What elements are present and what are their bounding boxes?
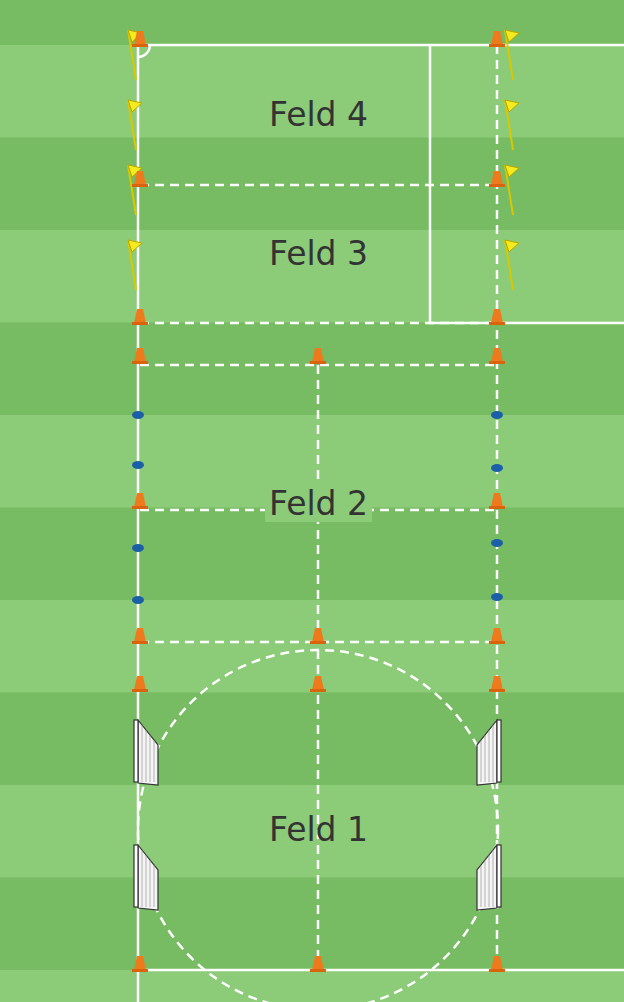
corner-flag	[505, 240, 519, 290]
corner-flag	[505, 30, 519, 80]
grass-stripe	[0, 785, 624, 878]
grass-stripe	[0, 230, 624, 323]
training-zone: Feld 2	[140, 367, 497, 640]
cone	[489, 309, 505, 325]
corner-flag	[128, 240, 142, 290]
cone	[132, 956, 148, 972]
training-zone: Feld 4	[140, 47, 497, 183]
corner-flag	[505, 165, 519, 215]
marker-disc	[132, 544, 144, 552]
mini-goal	[477, 720, 501, 785]
cone	[310, 628, 326, 644]
cone	[132, 676, 148, 692]
cone	[489, 676, 505, 692]
cone	[132, 171, 148, 187]
cone	[489, 31, 505, 47]
grass-stripe	[0, 323, 624, 416]
zone-label: Feld 2	[265, 485, 372, 523]
marker-disc	[491, 464, 503, 472]
grass-stripe	[0, 878, 624, 971]
cone	[489, 628, 505, 644]
training-zone: Feld 1	[140, 692, 497, 968]
corner-flag	[505, 100, 519, 150]
grass-stripe	[0, 970, 624, 1002]
grass-stripe	[0, 693, 624, 786]
cone	[489, 956, 505, 972]
cone	[132, 31, 148, 47]
cone	[489, 348, 505, 364]
mini-goal	[134, 845, 158, 910]
training-zone: Feld 3	[140, 187, 497, 321]
mini-goal	[477, 845, 501, 910]
cone	[132, 628, 148, 644]
grass-stripe	[0, 138, 624, 231]
corner-flag	[128, 100, 142, 150]
grass-stripe	[0, 0, 624, 45]
cone	[132, 493, 148, 509]
grass-stripe	[0, 45, 624, 138]
zone-label: Feld 3	[265, 235, 372, 273]
cone	[489, 171, 505, 187]
cone	[132, 309, 148, 325]
cone	[310, 348, 326, 364]
mini-goal	[134, 720, 158, 785]
marker-disc	[491, 539, 503, 547]
zone-label: Feld 4	[265, 96, 372, 134]
grass-stripe	[0, 600, 624, 693]
zone-label: Feld 1	[265, 811, 372, 849]
marker-disc	[132, 596, 144, 604]
marker-disc	[491, 593, 503, 601]
marker-disc	[132, 461, 144, 469]
marker-disc	[491, 411, 503, 419]
cone	[489, 493, 505, 509]
marker-disc	[132, 411, 144, 419]
cone	[310, 956, 326, 972]
cone	[132, 348, 148, 364]
cone	[310, 676, 326, 692]
